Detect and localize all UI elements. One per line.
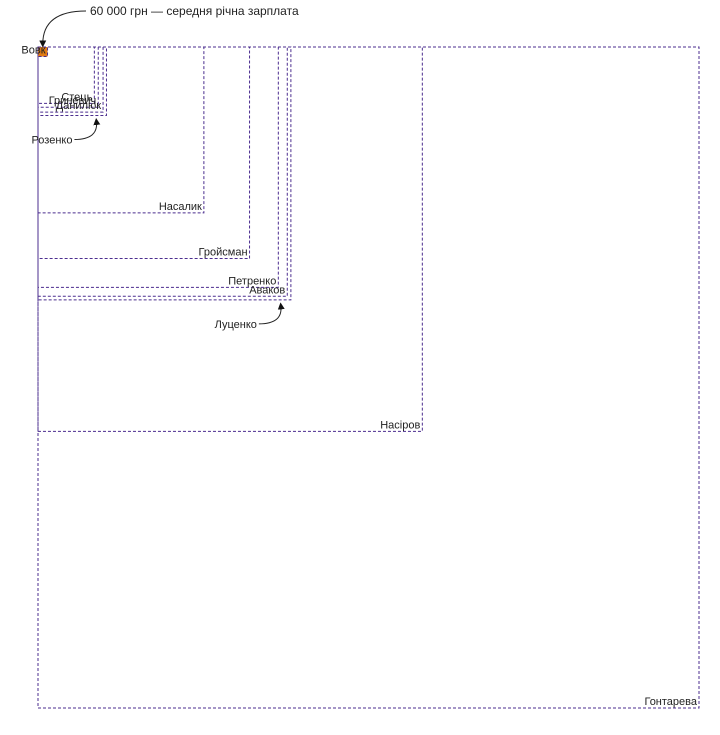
label-гонтарева: Гонтарева xyxy=(644,696,697,708)
square-насалик xyxy=(37,46,205,214)
reference-annotation: 60 000 грн — середня річна зарплата xyxy=(39,4,299,48)
label-вовк: Вовк xyxy=(21,45,45,57)
callout-розенко: Розенко xyxy=(31,117,101,146)
callout-луценко: Луценко xyxy=(215,302,285,331)
label-данилюк: Данилюк xyxy=(56,100,101,112)
callout-label-розенко: Розенко xyxy=(31,134,72,146)
label-петренко: Петренко xyxy=(228,275,276,287)
square-вовк xyxy=(37,46,49,58)
square-гройсман xyxy=(37,46,251,260)
reference-label: 60 000 грн — середня річна зарплата xyxy=(90,4,299,18)
labels-layer: ВовкСтецьГриневичДанилюкНасаликГройсманП… xyxy=(21,45,697,708)
label-насіров: Насіров xyxy=(380,419,420,431)
callout-label-луценко: Луценко xyxy=(215,319,257,331)
square-гонтарева xyxy=(37,46,700,709)
callout-arrow-луценко xyxy=(258,302,285,325)
label-гриневич: Гриневич xyxy=(49,95,97,107)
square-стець xyxy=(37,46,95,104)
label-гройсман: Гройсман xyxy=(199,247,248,259)
label-стець: Стець xyxy=(61,91,92,103)
callout-arrow-розенко xyxy=(74,117,101,140)
square-розенко xyxy=(37,46,107,116)
square-луценко xyxy=(37,46,292,301)
reference-arrow xyxy=(39,10,87,48)
squares-layer xyxy=(37,46,700,709)
label-аваков: Аваков xyxy=(249,284,285,296)
label-насалик: Насалик xyxy=(159,201,202,213)
